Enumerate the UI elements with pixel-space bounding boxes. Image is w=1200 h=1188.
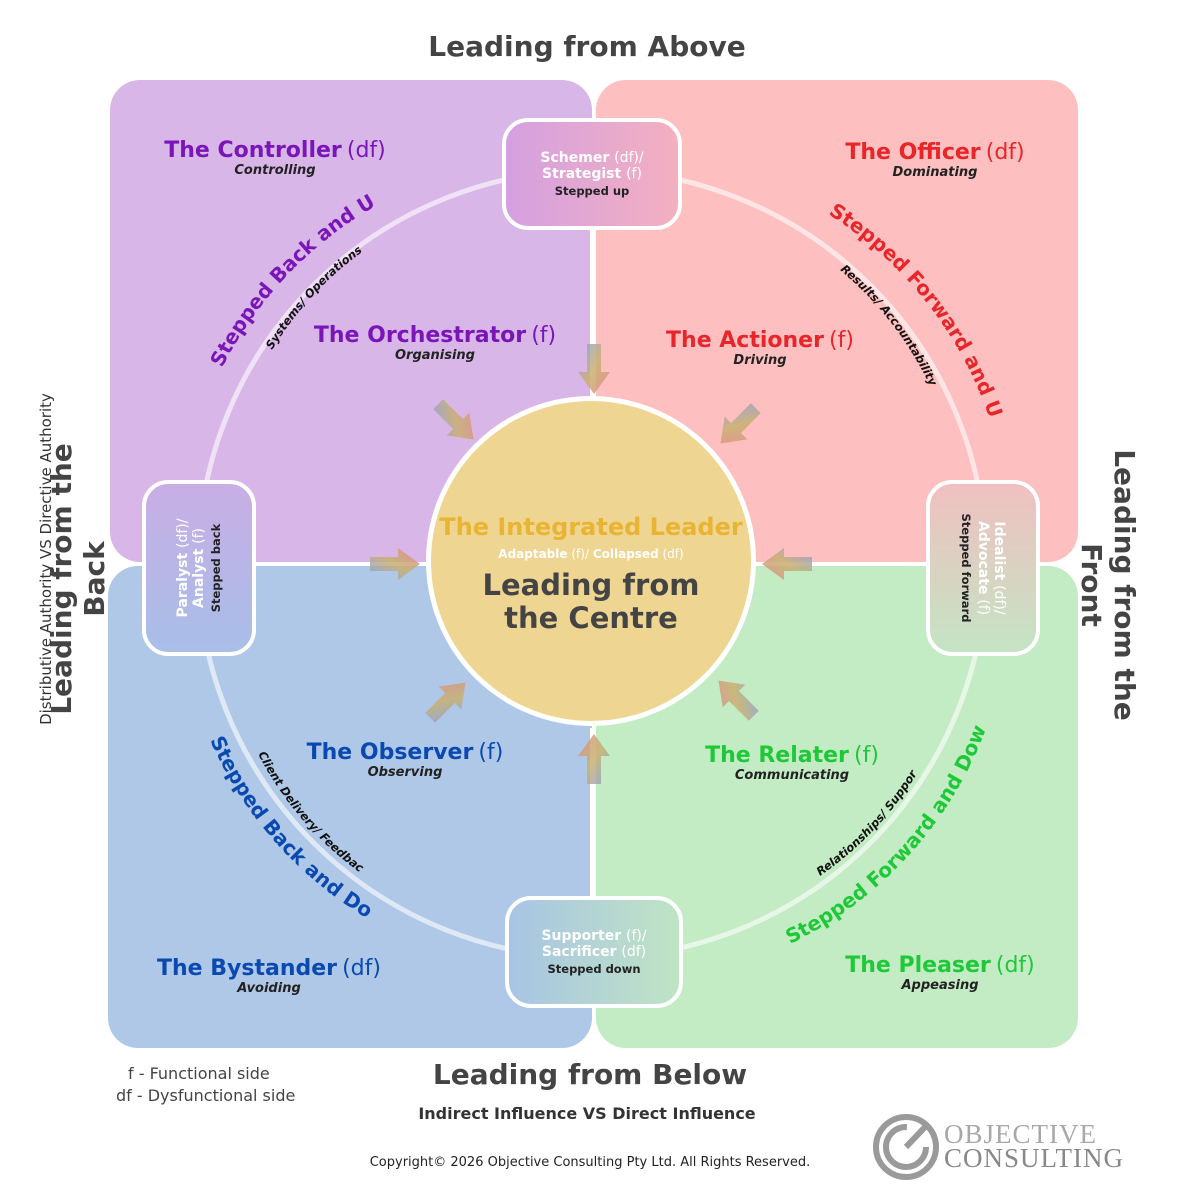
role-subtitle: Appeasing [901, 978, 979, 993]
role-subtitle: Observing [367, 765, 443, 780]
box-caption: Stepped forward [959, 513, 973, 623]
arrow-icon [578, 734, 610, 784]
center-sub-term: Adaptable [498, 547, 568, 561]
logo-mark-icon [873, 1114, 939, 1180]
role-name: The Bystander [157, 956, 337, 981]
arrow-icon [578, 344, 610, 394]
role-subtitle: Organising [394, 348, 475, 363]
box-caption: Stepped down [547, 962, 641, 976]
center-subtitle: Adaptable (f)/ Collapsed (df) [431, 547, 751, 561]
box-suffix: (df)/ [175, 518, 191, 548]
role-subtitle: Dominating [892, 165, 978, 180]
center-title: The Integrated Leader [439, 513, 743, 541]
role-relater: The Relater (f) Communicating [680, 743, 904, 783]
role-name: The Relater [705, 743, 849, 768]
role-orchestrator: The Orchestrator (f) Organising [290, 323, 580, 363]
role-suffix: (df) [342, 956, 381, 981]
legend-functional: f - Functional side [128, 1064, 270, 1083]
role-actioner: The Actioner (f) Driving [640, 328, 880, 368]
box-suffix: (f) [191, 528, 207, 544]
role-suffix: (df) [985, 140, 1025, 165]
role-suffix: (df) [995, 953, 1035, 978]
bottom-axis-label: Indirect Influence VS Direct Influence [418, 1104, 756, 1123]
arrow-icon [425, 682, 466, 723]
box-term: Supporter [541, 928, 622, 944]
box-term: Paralyst [175, 552, 191, 618]
role-controller: The Controller (df) Controlling [140, 138, 410, 178]
role-name: The Orchestrator [313, 323, 527, 348]
heading-bottom: Leading from Below [432, 1058, 748, 1091]
arrow-icon [762, 548, 812, 580]
box-term: Analyst [191, 548, 207, 608]
role-subtitle: Driving [733, 353, 787, 368]
role-suffix: (f) [531, 323, 557, 348]
center-sub-term: Collapsed [592, 547, 659, 561]
role-bystander: The Bystander (df) Avoiding [134, 956, 404, 996]
legend-dysfunctional: df - Dysfunctional side [116, 1086, 296, 1105]
arrow-icon [433, 399, 474, 440]
box-right: Idealist (df)/ Advocate (f) Stepped forw… [926, 480, 1040, 656]
role-suffix: (f) [853, 743, 879, 768]
role-subtitle: Communicating [734, 768, 850, 783]
box-term: Sacrificer [541, 944, 617, 960]
role-pleaser: The Pleaser (df) Appeasing [810, 953, 1070, 993]
box-term: Advocate [975, 520, 991, 595]
box-suffix: (f) [975, 599, 991, 616]
heading-right: Leading from the Front [1075, 449, 1141, 721]
box-term: Strategist [542, 166, 622, 182]
arrow-icon [718, 680, 759, 721]
center-heading-line: the Centre [504, 601, 678, 635]
role-subtitle: Controlling [234, 163, 316, 178]
box-suffix: (f) [626, 166, 642, 182]
copyright: Copyright© 2026 Objective Consulting Pty… [369, 1155, 811, 1170]
logo: OBJECTIVE CONSULTING [872, 1112, 1123, 1182]
box-caption: Stepped up [554, 184, 630, 198]
role-suffix: (df) [346, 138, 386, 163]
box-top: Schemer (df)/ Strategist (f) Stepped up [502, 118, 682, 230]
role-name: The Actioner [666, 328, 824, 353]
logo-text-line: CONSULTING [944, 1143, 1125, 1173]
center-sub-suffix: (f)/ [571, 547, 589, 561]
box-suffix: (df)/ [991, 585, 1007, 615]
box-suffix: (f)/ [626, 928, 647, 944]
role-name: The Officer [845, 140, 981, 165]
center-sub-suffix: (df) [662, 547, 684, 561]
box-term: Schemer [540, 150, 610, 166]
box-term: Idealist [991, 521, 1007, 581]
role-name: The Observer [306, 740, 474, 765]
role-suffix: (f) [829, 328, 854, 353]
center-heading-line: Leading from [482, 568, 700, 602]
role-suffix: (f) [478, 740, 504, 765]
arrow-icon [370, 548, 420, 580]
arrow-icon [720, 403, 761, 444]
box-left: Paralyst (df)/ Analyst (f) Stepped back [142, 480, 256, 656]
role-name: The Pleaser [845, 953, 991, 978]
box-caption: Stepped back [209, 523, 223, 613]
role-subtitle: Avoiding [237, 981, 301, 996]
role-name: The Controller [164, 138, 342, 163]
role-observer: The Observer (f) Observing [280, 740, 530, 780]
center-circle: The Integrated Leader Adaptable (f)/ Col… [426, 396, 756, 726]
box-suffix: (df) [621, 944, 647, 960]
logo-text-line: OBJECTIVE [944, 1119, 1097, 1149]
role-officer: The Officer (df) Dominating [800, 140, 1070, 180]
left-axis-label: Distributive Authority VS Directive Auth… [37, 393, 55, 725]
box-suffix: (df)/ [614, 150, 644, 166]
center-heading: Leading from the Centre [431, 569, 751, 635]
arc-label-tl-main: Stepped Back and Up [0, 0, 379, 370]
heading-top: Leading from Above [428, 30, 746, 63]
box-bottom: Supporter (f)/ Sacrificer (df) Stepped d… [505, 896, 683, 1008]
